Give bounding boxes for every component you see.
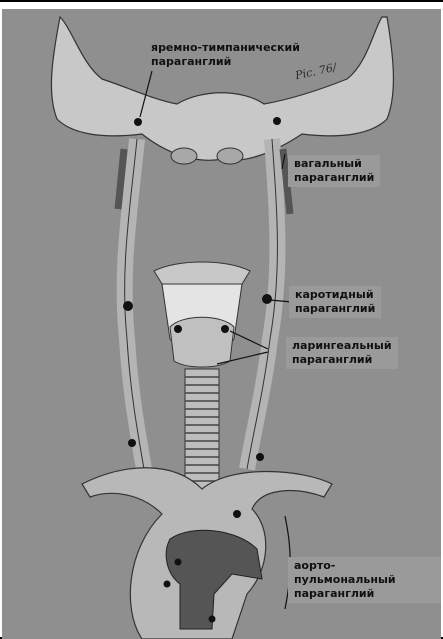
- skull-foramen-left: [171, 148, 197, 164]
- label-vagal-paraganglion: вагальный параганглий: [288, 155, 380, 187]
- label-jugulotympanic-paraganglion: яремно-тимпанический параганглий: [151, 41, 300, 69]
- larynx-body: [170, 317, 234, 367]
- hyoid: [154, 262, 250, 284]
- label-laryngeal-paraganglion: ларингеальный параганглий: [286, 337, 398, 369]
- label-aortopulmonary-paraganglion: аорто-пульмональный параганглий: [288, 557, 441, 603]
- skull-foramen-right: [217, 148, 243, 164]
- skull-base: [51, 17, 393, 160]
- label-carotid-paraganglion: каротидный параганглий: [289, 286, 381, 318]
- right-carotid-vessel: [247, 139, 277, 469]
- anatomy-drawing: [2, 9, 441, 639]
- trachea: [185, 369, 219, 489]
- anatomical-illustration: яремно-тимпанический параганглий вагальн…: [2, 9, 441, 639]
